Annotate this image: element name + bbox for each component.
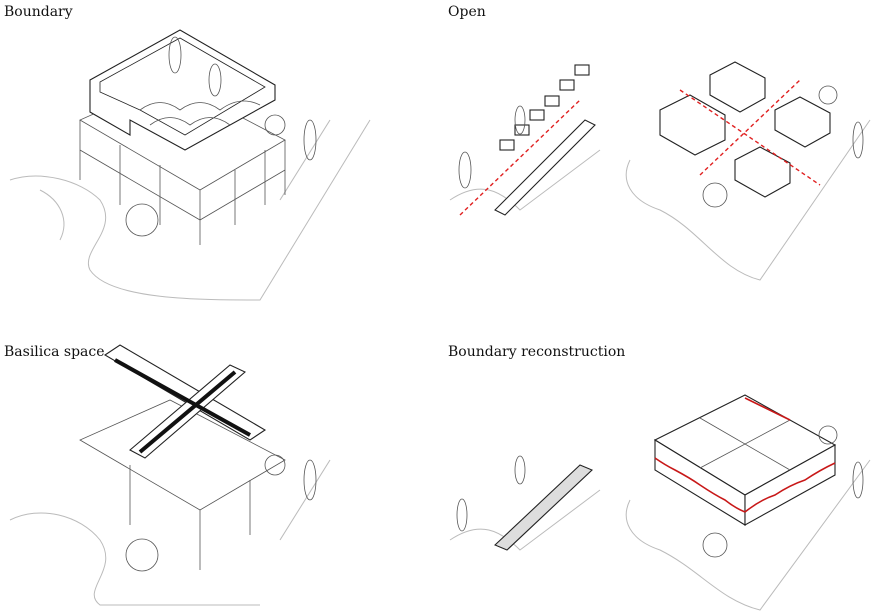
- basilica-space-drawing: [9, 344, 331, 606]
- panel-title-open: Open: [448, 4, 486, 20]
- panel-title-boundary: Boundary: [4, 4, 73, 20]
- open-drawing: [449, 61, 871, 281]
- boundary-drawing: [9, 29, 371, 301]
- panel-title-boundary-reconstruction: Boundary reconstruction: [448, 344, 626, 360]
- panel-title-basilica-space: Basilica space: [4, 344, 105, 360]
- boundary-reconstruction-drawing: [449, 394, 871, 611]
